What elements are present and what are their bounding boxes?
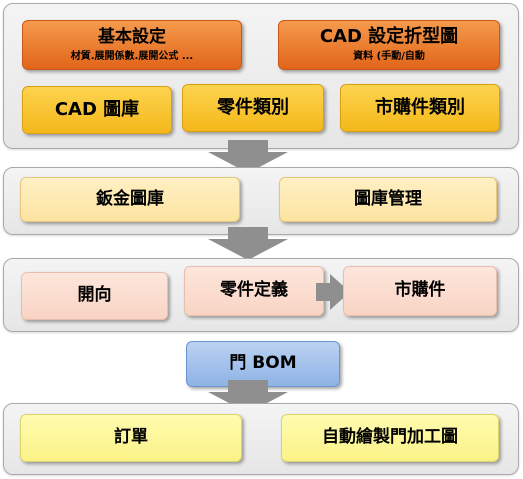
order-label: 訂單: [114, 427, 148, 448]
cad-fold-settings-subtitle: 資料 (手動/自動: [353, 51, 425, 63]
cad-library-box[interactable]: CAD 圖庫: [22, 86, 172, 134]
purchased-category-box[interactable]: 市購件類別: [340, 84, 500, 132]
part-definition-label: 零件定義: [220, 280, 288, 301]
right-arrow-icon: [316, 274, 350, 310]
cad-library-label: CAD 圖庫: [54, 98, 140, 120]
purchased-part-box[interactable]: 市購件: [343, 266, 497, 316]
basic-settings-subtitle: 材質.展開係數.展開公式 ...: [70, 50, 194, 62]
part-category-box[interactable]: 零件類別: [182, 84, 324, 132]
basic-settings-title: 基本設定: [98, 26, 166, 47]
opening-direction-box[interactable]: 開向: [21, 272, 168, 320]
order-box[interactable]: 訂單: [20, 414, 242, 462]
library-management-label: 圖庫管理: [354, 188, 422, 209]
door-bom-box[interactable]: 門 BOM: [186, 341, 340, 387]
cad-fold-settings-box[interactable]: CAD 設定折型圖 資料 (手動/自動: [278, 20, 500, 70]
part-definition-box[interactable]: 零件定義: [184, 266, 324, 316]
door-bom-label: 門 BOM: [229, 353, 297, 374]
down-arrow-icon: [208, 227, 288, 260]
sheet-metal-library-label: 鈑金圖庫: [96, 188, 164, 209]
down-arrow-icon: [208, 380, 288, 413]
cad-fold-settings-title: CAD 設定折型圖: [319, 26, 459, 48]
purchased-part-label: 市購件: [394, 280, 446, 301]
part-category-label: 零件類別: [217, 96, 289, 118]
library-management-box[interactable]: 圖庫管理: [279, 177, 497, 222]
auto-drawing-box[interactable]: 自動繪製門加工圖: [281, 414, 499, 462]
down-arrow-icon: [208, 140, 288, 173]
purchased-category-label: 市購件類別: [375, 96, 465, 118]
sheet-metal-library-box[interactable]: 鈑金圖庫: [20, 177, 240, 222]
basic-settings-box[interactable]: 基本設定 材質.展開係數.展開公式 ...: [22, 20, 242, 70]
opening-direction-label: 開向: [77, 285, 112, 306]
auto-drawing-label: 自動繪製門加工圖: [322, 427, 458, 448]
